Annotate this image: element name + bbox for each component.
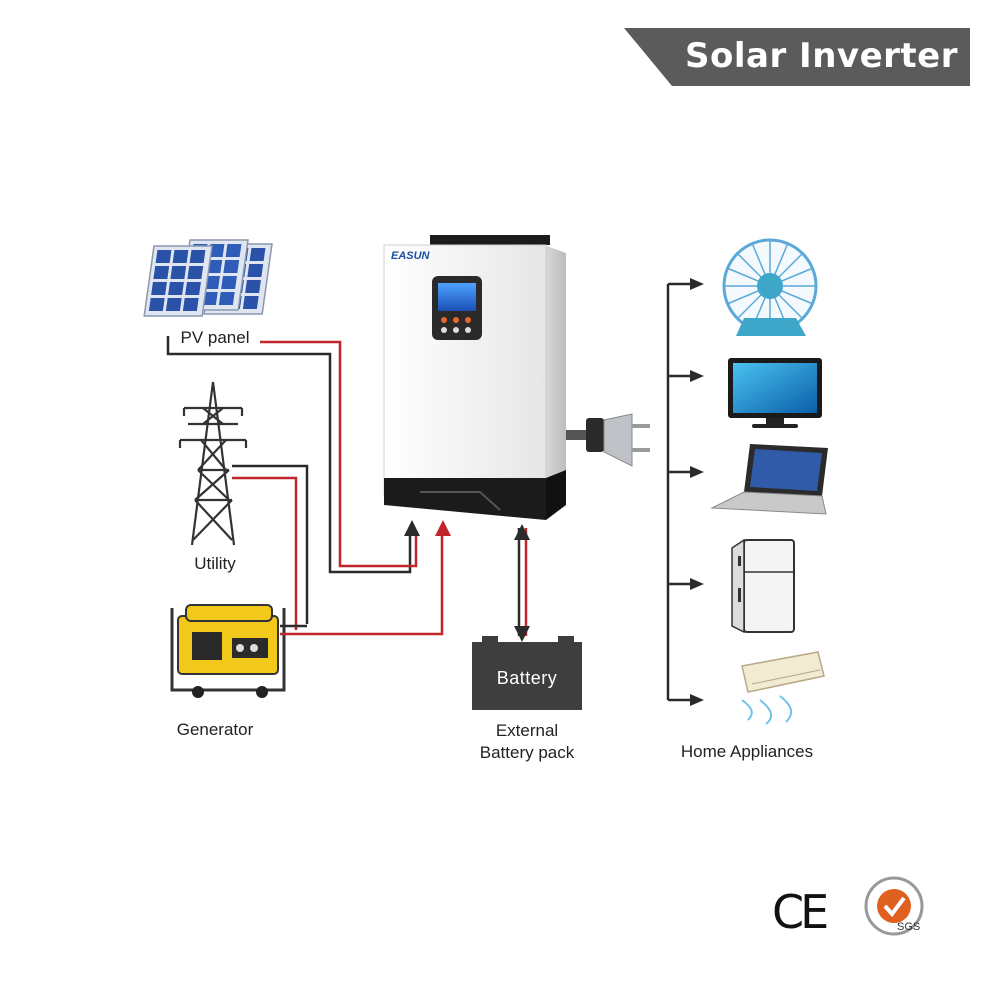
battery-caption-line2: Battery pack: [479, 743, 575, 762]
appliance-arrows: [690, 278, 704, 706]
air-conditioner-icon: [741, 651, 825, 725]
fan-icon: [722, 238, 818, 336]
ce-mark: CE: [772, 885, 829, 939]
pv-panel-label: PV panel: [170, 327, 260, 349]
sgs-seal-icon: [864, 876, 924, 936]
utility-tower-icon: [178, 381, 248, 546]
pv-panel-icon: [143, 239, 273, 317]
fridge-icon: [731, 538, 795, 634]
battery-box-label: Battery: [496, 668, 558, 688]
sgs-label: SGS: [897, 921, 921, 933]
inverter-unit: [383, 235, 566, 520]
battery-wires: [514, 524, 530, 642]
generator-icon: [170, 604, 286, 698]
home-appliances-label: Home Appliances: [680, 742, 814, 761]
title-banner: [624, 28, 970, 86]
inverter-brand-logo: EASUN: [391, 250, 430, 262]
utility-label: Utility: [194, 554, 236, 573]
laptop-icon: [710, 444, 828, 515]
battery-icon: [472, 636, 582, 710]
appliance-bus: [666, 282, 692, 702]
tv-icon: [728, 358, 822, 428]
power-plug-icon: [566, 413, 650, 467]
input-arrows: [404, 520, 451, 536]
battery-caption-line1: External: [495, 721, 559, 740]
generator-label: Generator: [176, 720, 254, 739]
page-title: Solar Inverter: [685, 36, 958, 76]
